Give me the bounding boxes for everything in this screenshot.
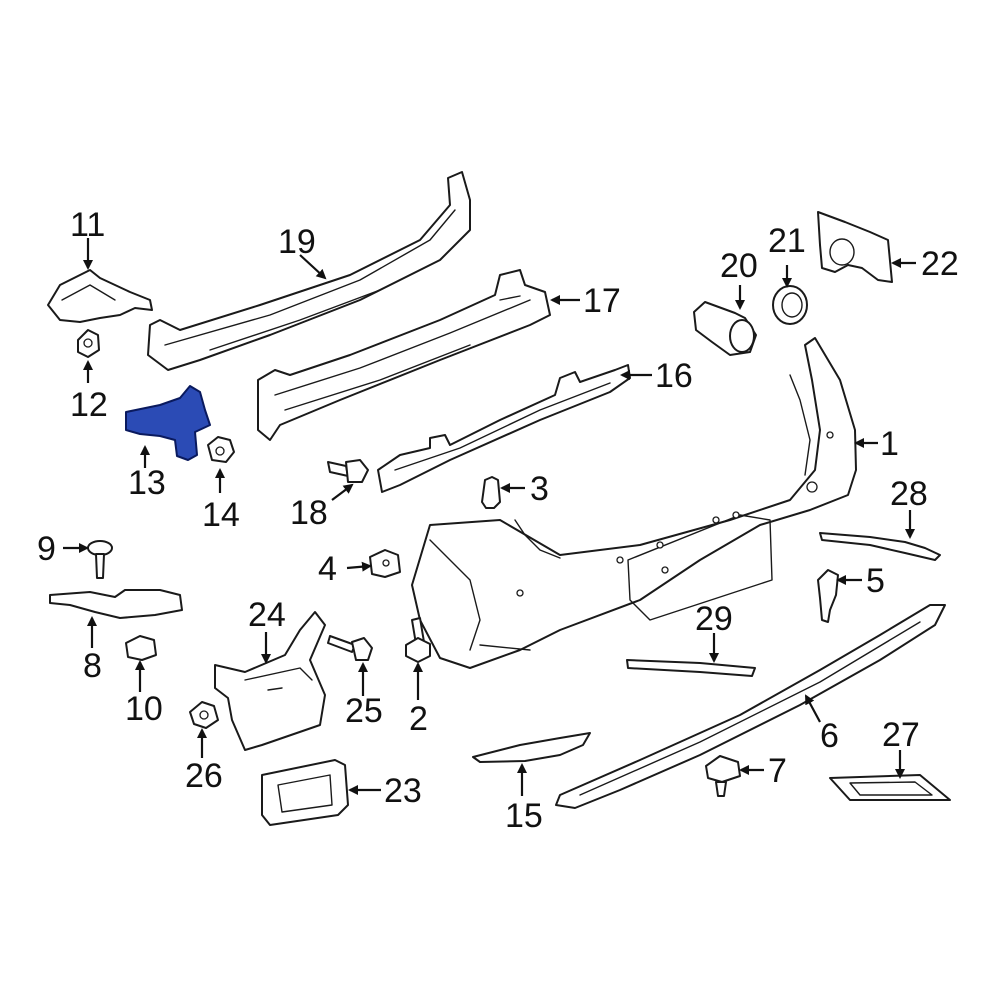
callout-7: 7 xyxy=(768,752,787,790)
part-24-bracket[interactable] xyxy=(214,611,326,751)
callout-27: 27 xyxy=(882,716,920,754)
part-22-sensor-holder[interactable] xyxy=(817,211,893,283)
part-11-bracket[interactable] xyxy=(47,269,153,323)
callout-9: 9 xyxy=(37,530,56,568)
callout-1: 1 xyxy=(880,425,899,463)
callout-10: 10 xyxy=(125,690,163,728)
callout-18: 18 xyxy=(290,494,328,532)
part-14-grommet[interactable] xyxy=(207,436,235,463)
callout-4: 4 xyxy=(318,550,337,588)
callout-14: 14 xyxy=(202,496,240,534)
callout-5: 5 xyxy=(866,562,885,600)
callout-21: 21 xyxy=(768,222,806,260)
part-20-sensor[interactable] xyxy=(693,301,757,356)
callout-numbers: 11 12 13 14 19 17 16 1 3 18 20 21 22 28 … xyxy=(37,206,959,835)
part-1-bumper-cover[interactable] xyxy=(411,337,857,669)
callout-6: 6 xyxy=(820,717,839,755)
callout-20: 20 xyxy=(720,247,758,285)
callout-16: 16 xyxy=(655,357,693,395)
callout-3: 3 xyxy=(530,470,549,508)
part-13-body xyxy=(125,385,211,461)
callout-19: 19 xyxy=(278,223,316,261)
part-9-bolt[interactable] xyxy=(87,540,113,579)
part-29-trim-strip[interactable] xyxy=(626,659,756,677)
callout-17: 17 xyxy=(583,282,621,320)
callout-22: 22 xyxy=(921,245,959,283)
callout-11: 11 xyxy=(70,206,105,244)
part-13-bracket-highlighted[interactable] xyxy=(125,385,211,461)
callout-12: 12 xyxy=(70,386,108,424)
callout-15: 15 xyxy=(505,797,543,835)
part-8-bracket[interactable] xyxy=(49,589,183,619)
callout-25: 25 xyxy=(345,692,383,730)
callout-26: 26 xyxy=(185,757,223,795)
part-16-lower-support[interactable] xyxy=(377,364,631,493)
part-7-clip[interactable] xyxy=(705,755,741,797)
part-10-nut-clip[interactable] xyxy=(125,635,157,661)
part-3-clip[interactable] xyxy=(481,476,501,509)
part-26-nut[interactable] xyxy=(189,701,219,729)
part-18-bolt[interactable] xyxy=(327,459,369,483)
part-17-reinforcement-beam[interactable] xyxy=(257,269,551,441)
callout-8: 8 xyxy=(83,647,102,685)
callout-29: 29 xyxy=(695,600,733,638)
callout-23: 23 xyxy=(384,772,422,810)
part-5-reflector[interactable] xyxy=(817,569,839,623)
part-15-trim[interactable] xyxy=(472,732,591,763)
part-19-absorber-strip[interactable] xyxy=(147,171,471,371)
callout-28: 28 xyxy=(890,475,928,513)
callout-13: 13 xyxy=(128,464,166,502)
part-27-trim-ring[interactable] xyxy=(829,774,951,801)
part-2-bolt[interactable] xyxy=(405,617,431,663)
part-6-diffuser[interactable] xyxy=(555,604,946,809)
callout-2: 2 xyxy=(409,700,428,738)
part-12-nut[interactable] xyxy=(77,329,100,358)
part-23-frame[interactable] xyxy=(261,759,349,826)
callout-24: 24 xyxy=(248,596,286,634)
part-21-sensor-ring[interactable] xyxy=(772,285,808,325)
callout-leaders xyxy=(63,238,916,796)
part-25-bolt[interactable] xyxy=(327,635,373,661)
part-4-nut-clip[interactable] xyxy=(369,549,401,578)
part-28-trim-strip[interactable] xyxy=(819,532,941,561)
